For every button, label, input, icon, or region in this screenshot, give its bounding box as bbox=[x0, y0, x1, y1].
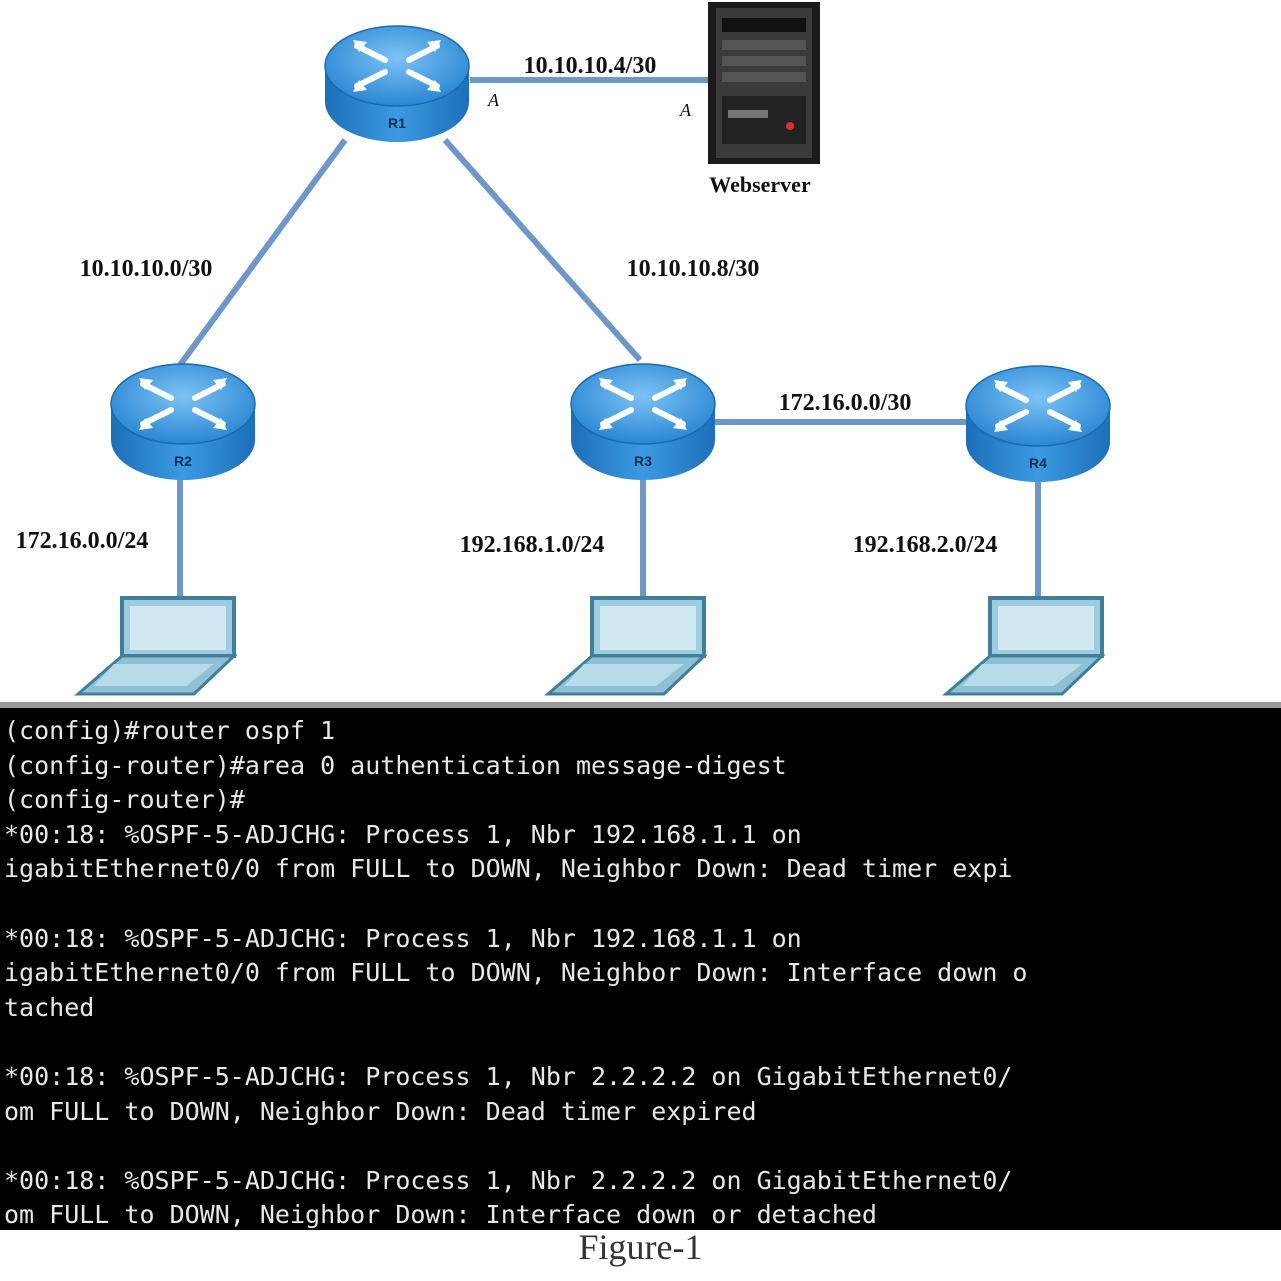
terminal-line: (config-router)#area 0 authentication me… bbox=[4, 750, 787, 780]
router-r3-label: R3 bbox=[634, 453, 652, 469]
network-topology-diagram: R1 R2 R3 R4 Webserver A A 10.10.10.4/30 … bbox=[16, 2, 1281, 696]
terminal-line: *00:18: %OSPF-5-ADJCHG: Process 1, Nbr 1… bbox=[4, 923, 802, 953]
router-r2: R2 bbox=[111, 364, 255, 480]
interface-label-webserver: A bbox=[679, 100, 692, 120]
router-r2-label: R2 bbox=[174, 453, 192, 469]
router-r1: R1 bbox=[325, 26, 469, 142]
terminal-line bbox=[4, 1025, 1281, 1060]
link-label-r2-pc: 172.16.0.0/24 bbox=[16, 528, 149, 554]
terminal-line: (config)#router ospf 1 bbox=[4, 716, 336, 745]
link-label-r3-r4: 172.16.0.0/30 bbox=[779, 390, 912, 416]
laptop-icon-r3 bbox=[546, 596, 706, 696]
link-r1-r2 bbox=[177, 138, 348, 367]
link-label-r4-pc: 192.168.2.0/24 bbox=[853, 532, 998, 558]
terminal-line: om FULL to DOWN, Neighbor Down: Dead tim… bbox=[4, 1096, 757, 1126]
terminal-line: *00:18: %OSPF-5-ADJCHG: Process 1, Nbr 2… bbox=[4, 1165, 1013, 1195]
router-r1-label: R1 bbox=[388, 115, 406, 131]
terminal-line: tached bbox=[4, 992, 95, 1022]
figure-caption: Figure-1 bbox=[578, 1227, 703, 1267]
router-r4-label: R4 bbox=[1029, 455, 1047, 471]
router-r3: R3 bbox=[571, 364, 715, 480]
terminal-line: om FULL to DOWN, Neighbor Down: Interfac… bbox=[4, 1200, 877, 1230]
laptop-icon-r4 bbox=[944, 596, 1104, 696]
terminal-line: *00:18: %OSPF-5-ADJCHG: Process 1, Nbr 1… bbox=[4, 819, 802, 849]
link-label-r1-webserver: 10.10.10.4/30 bbox=[524, 53, 657, 79]
terminal-line: *00:18: %OSPF-5-ADJCHG: Process 1, Nbr 2… bbox=[4, 1061, 1013, 1091]
link-label-r1-r2: 10.10.10.0/30 bbox=[80, 256, 213, 282]
link-r1-r3 bbox=[442, 138, 643, 362]
network-links bbox=[177, 77, 1041, 605]
terminal-line: igabitEthernet0/0 from FULL to DOWN, Nei… bbox=[4, 854, 1013, 884]
link-label-r3-pc: 192.168.1.0/24 bbox=[460, 532, 605, 558]
link-label-r1-r3: 10.10.10.8/30 bbox=[627, 256, 760, 282]
terminal-line: igabitEthernet0/0 from FULL to DOWN, Nei… bbox=[4, 958, 1028, 988]
terminal-line bbox=[4, 1129, 1281, 1164]
terminal-line bbox=[4, 887, 1281, 922]
router-r4: R4 bbox=[966, 366, 1110, 482]
terminal-line: (config-router)# bbox=[4, 785, 245, 815]
terminal-console: (config)#router ospf 1 (config-router)#ar… bbox=[0, 702, 1281, 1230]
interface-label-r1: A bbox=[487, 90, 500, 110]
webserver-label: Webserver bbox=[709, 172, 811, 197]
webserver-icon bbox=[708, 2, 820, 164]
laptop-icon-r2 bbox=[76, 596, 236, 696]
